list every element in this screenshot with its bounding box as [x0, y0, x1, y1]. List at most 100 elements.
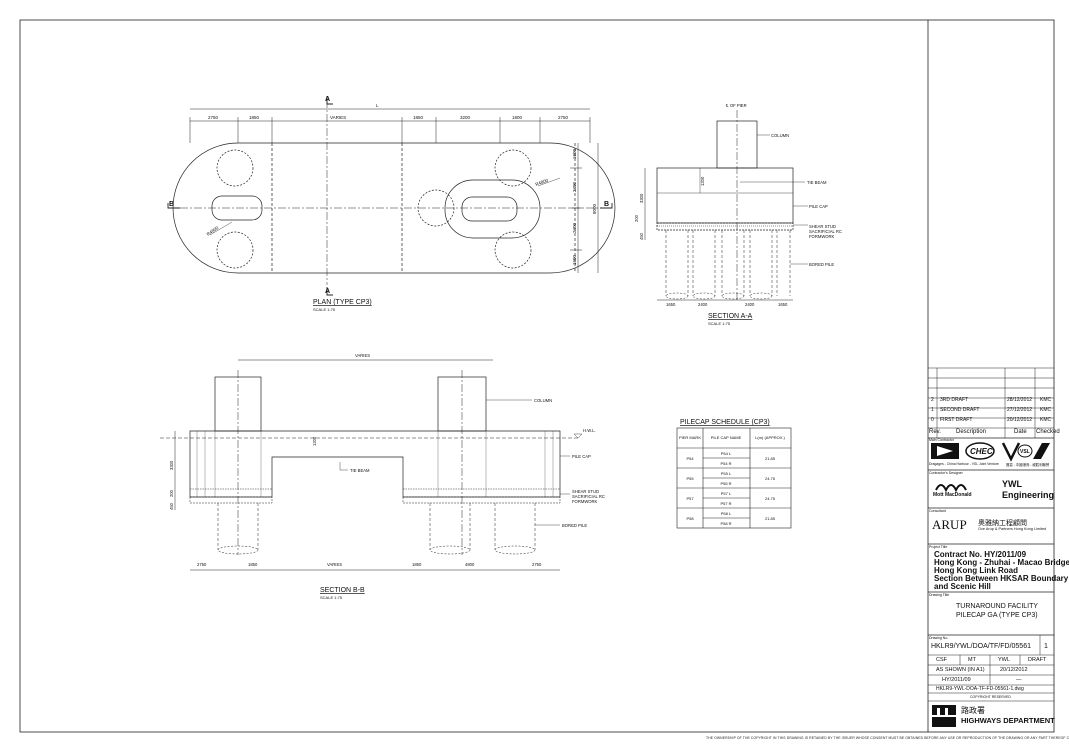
rev-0-date: 20/12/2012	[1007, 417, 1033, 423]
schedule-cap-2b: P57 R	[720, 501, 731, 506]
rev-1-desc: SECOND DRAFT	[940, 407, 980, 413]
section-aa-label-bored-pile: BORED PILE	[809, 262, 834, 267]
schedule-pier-2: P57	[686, 496, 694, 501]
section-bb-dim-bottom-2: VARIES	[327, 562, 342, 567]
section-bb-label-bored-pile: BORED PILE	[562, 523, 587, 528]
plan-dim-top-3: 1850	[413, 115, 424, 120]
section-bb-dim-inner: 1200	[312, 436, 317, 446]
section-bb-label-tie-beam: TIE BEAM	[350, 468, 370, 473]
section-bb-label-formwork: FORMWORK	[572, 499, 598, 504]
status: DRAFT	[1028, 657, 1047, 663]
section-aa-dim-left-1: 200	[634, 214, 639, 222]
section-bb-label-pile-cap: PILE CAP	[572, 454, 591, 459]
sheet-border	[19, 19, 1055, 733]
section-aa-scale: SCALE 1:75	[708, 321, 731, 326]
schedule-header-length: L(m) (APPROX.)	[755, 435, 785, 440]
section-bb-label-shear-stud: SHEAR STUD	[572, 489, 599, 494]
schedule-length-3: 21.85	[765, 516, 776, 521]
consultant-cn: 奧雅納工程顧問	[978, 520, 1027, 527]
section-aa-label-sacrificial: SACRIFICIAL RC	[809, 229, 842, 234]
section-bb-dim-bottom-3: 1850	[412, 562, 422, 567]
schedule-cap-2a: P57 L	[721, 491, 732, 496]
schedule-pier-0: P54	[686, 456, 694, 461]
plan-radius-right: R4800	[535, 178, 550, 187]
plan-dim-top-4: 3200	[460, 115, 471, 120]
section-aa-dim-bottom-0: 1650	[666, 302, 676, 307]
drawn-by: CSF	[936, 657, 947, 663]
project-line-0: Contract No. HY/2011/09	[934, 550, 1027, 559]
section-bb-dim-bottom-5: 2750	[532, 562, 542, 567]
schedule-length-1: 24.75	[765, 476, 776, 481]
plan-dim-right-1: 2400	[572, 181, 577, 192]
rev-2-no: 2	[931, 397, 934, 403]
designer-ywl: YWL	[1002, 479, 1022, 489]
plan-section-mark-b-right: B	[604, 201, 609, 208]
section-aa-dim-left-0: 3300	[639, 193, 644, 203]
plan-title: PLAN (TYPE CP3)	[313, 299, 372, 306]
schedule-cap-1a: P55 L	[721, 471, 732, 476]
schedule-title: PILECAP SCHEDULE (CP3)	[680, 419, 770, 426]
plan-dim-top-0: 2750	[208, 115, 219, 120]
schedule-header-pier: PIER MARK	[679, 435, 701, 440]
section-bb-dim-bottom-4: 4800	[465, 562, 475, 567]
schedule-header-cap: PILE CAP NAME	[711, 435, 742, 440]
section-bb-dim-bottom-0: 2750	[197, 562, 207, 567]
date-value: 20/12/2012	[1000, 667, 1028, 673]
section-aa-dim-bottom-3: 1650	[778, 302, 788, 307]
plan-section-mark-a-bottom: A	[325, 288, 330, 295]
rev-header-desc: Description	[956, 429, 987, 435]
drawing-title-1: PILECAP GA (TYPE CP3)	[956, 612, 1038, 619]
schedule-cap-0a: P54 L	[721, 451, 732, 456]
rev-header-rev: Rev.	[929, 429, 941, 435]
section-bb-dim-left-2: 450	[169, 502, 174, 510]
schedule-cap-3b: P58 R	[720, 521, 731, 526]
plan-dim-top-2: VARIES	[330, 115, 346, 120]
contract-dash: —	[1016, 677, 1022, 683]
project-line-3: Section Between HKSAR Boundary	[934, 574, 1069, 583]
drawing-no-label: Drawing No.	[929, 636, 949, 640]
section-aa-label-tie-beam: TIE BEAM	[807, 180, 827, 185]
project-line-2: Hong Kong Link Road	[934, 566, 1018, 575]
section-aa-label-formwork: FORMWORK	[809, 234, 835, 239]
svg-text:VSL: VSL	[1020, 449, 1030, 455]
contractor-caption: Dragages - China Harbour - VSL Joint Ven…	[929, 462, 999, 466]
rev-0-desc: FIRST DRAFT	[940, 417, 973, 423]
section-aa-title: SECTION A-A	[708, 313, 753, 320]
contractor-caption-cn: 寶嘉 - 中國港灣 - 威胜利聯營	[1006, 463, 1050, 467]
title-block-grid	[928, 367, 1054, 702]
section-bb-scale: SCALE 1:75	[320, 595, 343, 600]
project-line-4: and Scenic Hill	[934, 582, 991, 591]
rev-0-checked: KMC	[1040, 417, 1052, 423]
copyright-reserved: COPYRIGHT RESERVED	[970, 695, 1011, 699]
rev-1-no: 1	[931, 407, 934, 413]
plan-dim-right-3: 1600	[572, 254, 577, 265]
title-block: 2 3RD DRAFT 28/12/2012 KMC 1 SECOND DRAF…	[928, 20, 1069, 732]
consultant-full: Ove Arup & Partners Hong Kong Limited	[978, 527, 1047, 531]
file-name: HKLR9-YWL-DOA-TF-FD-05561-1.dwg	[936, 686, 1024, 692]
pilecap-schedule: PILECAP SCHEDULE (CP3) PIER MARK PILE CA…	[676, 419, 792, 529]
dept-cn: 路政署	[961, 706, 985, 715]
section-aa-dim-left-2: 450	[639, 232, 644, 240]
section-aa-dim-inner: 1200	[700, 176, 705, 186]
project-line-1: Hong Kong - Zhuhai - Macao Bridge	[934, 558, 1069, 567]
designer-engineering: Engineering	[1002, 490, 1055, 500]
approved-by: YWL	[998, 657, 1010, 663]
schedule-length-2: 24.75	[765, 496, 776, 501]
section-bb-dim-left-1: 200	[169, 489, 174, 497]
section-aa-pier-label: ℄ OF PIER	[725, 103, 747, 108]
section-bb-label-sacrificial: SACRIFICIAL RC	[572, 494, 605, 499]
consultant-label: Consultant	[929, 509, 946, 513]
section-aa-dim-bottom-2: 2400	[745, 302, 755, 307]
plan-view	[167, 96, 616, 296]
plan-dim-overall: L	[376, 103, 379, 108]
schedule-length-0: 21.85	[765, 456, 776, 461]
plan-dim-top-6: 2750	[558, 115, 569, 120]
plan-dim-top-5: 1800	[512, 115, 523, 120]
designer-label: Contractor's Designer	[929, 471, 963, 475]
section-bb-title: SECTION B-B	[320, 587, 365, 594]
mott-macdonald-logo	[935, 484, 967, 493]
schedule-cap-1b: P55 R	[720, 481, 731, 486]
section-bb-dim-top: VARIES	[355, 353, 370, 358]
scale-value: AS SHOWN (IN A1)	[936, 667, 985, 673]
rev-1-date: 27/12/2012	[1007, 407, 1033, 413]
